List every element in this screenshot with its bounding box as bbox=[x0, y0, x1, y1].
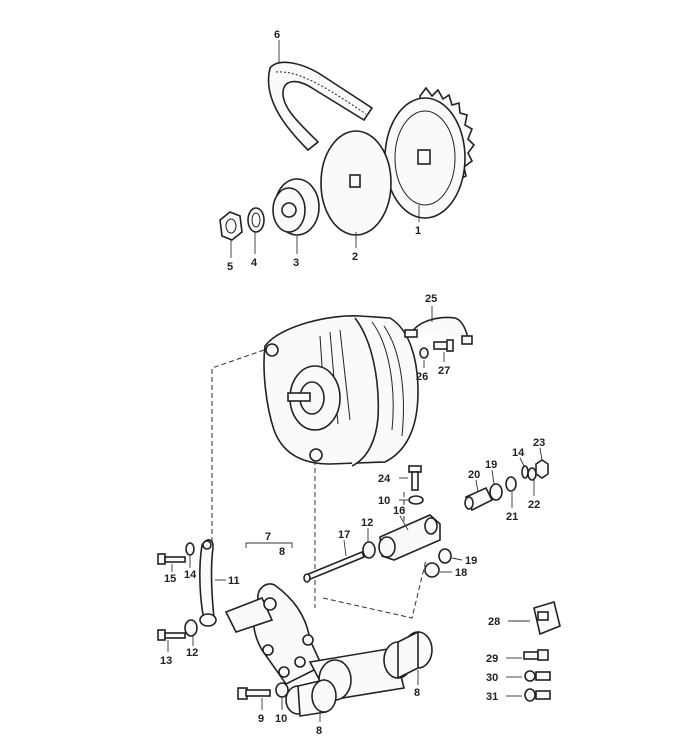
pulley-half-inner bbox=[320, 130, 392, 236]
nut-19-top bbox=[489, 483, 503, 501]
terminal-29 bbox=[523, 649, 549, 661]
callout-8-bracket: 8 bbox=[279, 546, 285, 558]
callout-11: 11 bbox=[228, 575, 240, 587]
washer-10-top bbox=[408, 495, 424, 505]
callout-10-bottom: 10 bbox=[275, 713, 287, 725]
bolt-13 bbox=[157, 629, 186, 641]
callout-5: 5 bbox=[227, 261, 233, 273]
nut-19-bottom bbox=[438, 548, 452, 564]
drive-belt bbox=[267, 61, 374, 152]
callout-18: 18 bbox=[455, 567, 467, 579]
spring-washer-14-right bbox=[521, 465, 529, 479]
terminal-30 bbox=[524, 670, 551, 682]
ground-cable bbox=[404, 316, 473, 345]
adjusting-arm-11 bbox=[199, 539, 217, 627]
callout-23: 23 bbox=[533, 437, 545, 449]
rubber-bushing-8-right bbox=[383, 630, 433, 680]
callout-27: 27 bbox=[438, 365, 450, 377]
terminal-31 bbox=[524, 688, 551, 702]
bolt-27 bbox=[433, 339, 454, 352]
callout-1: 1 bbox=[415, 225, 421, 237]
bolt-15 bbox=[157, 553, 186, 565]
callout-20: 20 bbox=[468, 469, 480, 481]
spring-washer-14-left bbox=[185, 542, 195, 556]
washer-18 bbox=[424, 562, 440, 578]
callout-14-left: 14 bbox=[184, 569, 197, 581]
callout-16: 16 bbox=[393, 505, 405, 517]
callout-31: 31 bbox=[486, 691, 498, 703]
washer-21 bbox=[505, 476, 517, 492]
tensioner-bracket-16 bbox=[378, 514, 441, 561]
washer-26 bbox=[419, 347, 429, 359]
callout-15: 15 bbox=[164, 573, 176, 585]
bolt-24 bbox=[408, 465, 422, 491]
plug-connector-28 bbox=[533, 600, 561, 636]
lock-washer bbox=[247, 207, 265, 233]
washer-22 bbox=[527, 467, 537, 481]
mounting-bracket-7 bbox=[224, 583, 324, 686]
callout-12-bottom: 12 bbox=[186, 647, 198, 659]
callout-22: 22 bbox=[528, 499, 540, 511]
nut-23 bbox=[535, 459, 549, 479]
callout-28: 28 bbox=[488, 616, 500, 628]
callout-9: 9 bbox=[258, 713, 264, 725]
callout-14-right: 14 bbox=[512, 447, 525, 459]
callout-19-bottom: 19 bbox=[465, 555, 477, 567]
callout-6: 6 bbox=[274, 29, 280, 41]
nut-12-top bbox=[362, 541, 376, 559]
callout-21: 21 bbox=[506, 511, 518, 523]
callout-3: 3 bbox=[293, 257, 299, 269]
nut-12-bottom bbox=[184, 619, 198, 637]
callout-30: 30 bbox=[486, 672, 498, 684]
rubber-bushing-8-left bbox=[285, 679, 337, 717]
callout-13: 13 bbox=[160, 655, 172, 667]
callout-24: 24 bbox=[378, 473, 391, 485]
callout-4: 4 bbox=[251, 257, 258, 269]
callout-25: 25 bbox=[425, 293, 437, 305]
pulley-half-outer bbox=[384, 86, 476, 219]
alternator-body bbox=[263, 314, 419, 467]
callout-17: 17 bbox=[338, 529, 350, 541]
callout-26: 26 bbox=[416, 371, 428, 383]
callout-29: 29 bbox=[486, 653, 498, 665]
callout-19-top: 19 bbox=[485, 459, 497, 471]
callout-8-left: 8 bbox=[316, 725, 322, 737]
callout-8-right: 8 bbox=[414, 687, 420, 699]
spacer-hub bbox=[272, 178, 320, 236]
callout-12-top: 12 bbox=[361, 517, 373, 529]
sleeve-20 bbox=[464, 486, 494, 512]
washer-10-bottom bbox=[275, 682, 289, 698]
adjusting-bolt-17 bbox=[303, 550, 366, 583]
callout-7: 7 bbox=[265, 531, 271, 543]
callout-10-top: 10 bbox=[378, 495, 390, 507]
hex-nut bbox=[219, 211, 243, 241]
callout-2: 2 bbox=[352, 251, 358, 263]
bolt-9 bbox=[237, 687, 271, 700]
